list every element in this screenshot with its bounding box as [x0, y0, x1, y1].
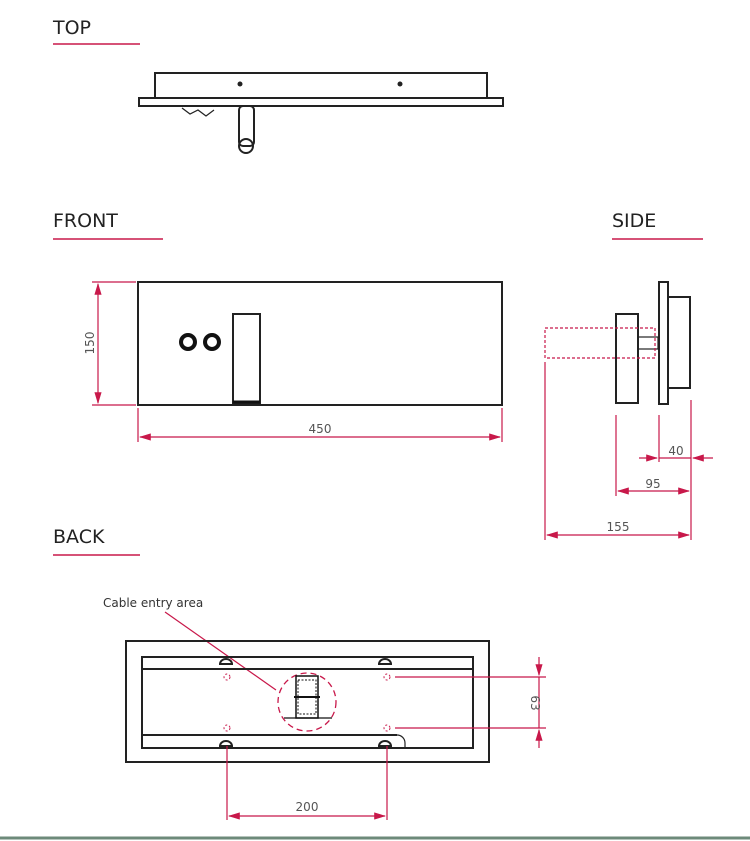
side-view: SIDE 40 95 155 — [544, 210, 713, 540]
fixing-holes — [223, 673, 391, 732]
front-view: FRONT 150 450 — [53, 210, 503, 442]
control-knob — [203, 333, 221, 351]
back-view: BACK Cable entry area 63 — [53, 526, 546, 820]
top-controls — [181, 107, 215, 117]
dim-front-width: 450 — [309, 422, 332, 436]
dim-side-total: 155 — [607, 520, 630, 534]
top-spout-end — [238, 138, 254, 154]
top-view-label: TOP — [52, 17, 91, 39]
back-frame — [141, 656, 474, 749]
screw-hole — [237, 81, 243, 87]
front-spout — [232, 313, 261, 404]
back-plate — [125, 640, 490, 763]
terminal-block — [284, 675, 332, 719]
mounting-slots — [218, 658, 393, 747]
side-view-label: SIDE — [612, 210, 656, 232]
cable-entry-leader — [164, 611, 277, 691]
dim-side-plate: 40 — [668, 444, 683, 458]
control-knob — [179, 333, 197, 351]
back-view-label: BACK — [53, 526, 105, 548]
top-plate — [138, 97, 504, 107]
top-view: TOP — [52, 17, 504, 154]
front-plate — [137, 281, 503, 406]
side-hidden-outline — [544, 327, 656, 359]
cable-entry-label: Cable entry area — [103, 596, 203, 610]
screw-hole — [397, 81, 403, 87]
dim-back-horizontal: 200 — [296, 800, 319, 814]
dim-front-height: 150 — [83, 332, 97, 355]
dim-back-vertical: 63 — [528, 695, 542, 710]
cable-entry-circle — [277, 672, 337, 732]
side-connector — [637, 336, 659, 350]
dim-side-body: 95 — [645, 477, 660, 491]
side-backbox — [667, 296, 691, 389]
top-backbox — [154, 72, 488, 99]
side-plate — [658, 281, 669, 405]
front-view-label: FRONT — [53, 210, 118, 232]
top-spout — [238, 105, 255, 147]
